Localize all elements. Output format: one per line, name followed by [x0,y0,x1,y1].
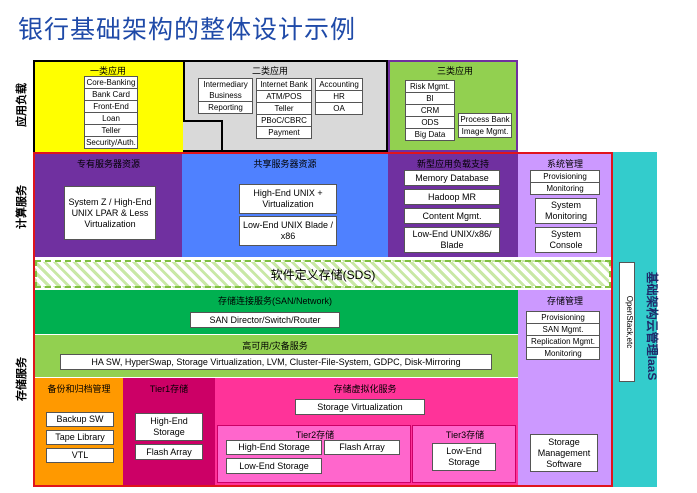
openstack-box [619,262,635,382]
system-mgmt-item: Provisioning [530,170,600,183]
iaas-title: 基础架构云管理IaaS [645,271,659,381]
category3-col2: Process Bank Image Mgmt. [458,113,512,138]
category1-border [33,60,183,152]
storage-mgmt-item: Replication Mgmt. [526,336,600,348]
ha-box: HA SW, HyperSwap, Storage Virtualization… [60,354,492,370]
category3-item: Risk Mgmt. [405,80,455,93]
category3-item: BI [405,93,455,105]
backup-item: Tape Library [46,430,114,445]
category3-item: ODS [405,117,455,129]
storage-mgmt-software-box: Storage Management Software [530,434,598,472]
new-workload-item: Hadoop MR [404,189,500,205]
category2-title: 二类应用 [251,66,288,76]
sds-label: 软件定义存储(SDS) [270,268,376,282]
system-monitoring-box: System Monitoring [535,198,597,224]
dedicated-server-box: System Z / High-End UNIX LPAR & Less Vir… [64,186,156,240]
category2-item: Intermediary Business [199,79,252,102]
dedicated-server-title: 专有服务器资源 [76,159,140,169]
tier2-title: Tier2存储 [295,430,335,440]
side-label-storage: 存储服务 [16,357,28,401]
storage-mgmt-title: 存储管理 [546,296,583,306]
category1-item: Teller [84,125,138,137]
system-mgmt-title: 系统管理 [546,159,583,169]
storage-mgmt-list: Provisioning SAN Mgmt. Replication Mgmt.… [526,311,600,360]
new-workload-item: Memory Database [404,170,500,186]
shared-server-title: 共享服务器资源 [253,159,317,169]
backup-title: 备份和归档管理 [47,384,111,394]
category2-col1: Intermediary Business Reporting [198,78,253,114]
category2-item: Payment [268,128,300,137]
category2-item: OA [333,104,345,113]
storage-mgmt-item: Monitoring [526,348,600,360]
system-mgmt-item: Monitoring [530,183,600,195]
category3-item: Process Bank [458,113,512,126]
category3-item: Big Data [405,129,455,141]
category1-list: Core-Banking Bank Card Front-End Loan Te… [84,76,138,149]
openstack-label: OpenStack,etc [625,295,634,349]
ha-title: 高可用/灾备服务 [242,341,308,351]
virt-box: Storage Virtualization [295,399,425,415]
category1-item: Front-End [84,101,138,113]
new-workload-item: Content Mgmt. [404,208,500,224]
category3-col1: Risk Mgmt. BI CRM ODS Big Data [405,80,455,141]
category2-item: Reporting [208,103,243,112]
category1-item: Security/Auth. [84,137,138,149]
side-label-app-load: 应用负载 [16,83,28,127]
shared-server-box2: Low-End UNIX Blade / x86 [239,216,337,246]
storage-mgmt-item: SAN Mgmt. [526,324,600,336]
page-title: 银行基础架构的整体设计示例 [18,16,357,44]
san-box: SAN Director/Switch/Router [190,312,340,328]
category3-item: Image Mgmt. [458,126,512,138]
tier1-box1: High-End Storage [135,413,203,441]
category2-item: Internet Bank [257,79,311,91]
infrastructure-frame [33,152,613,487]
shared-server-box1: High-End UNIX + Virtualization [239,184,337,214]
backup-item: VTL [46,448,114,463]
new-workload-title: 新型应用负载支持 [416,159,489,169]
virt-title: 存储虚拟化服务 [333,384,397,394]
san-title: 存储连接服务(SAN/Network) [217,296,332,306]
sds-band [35,260,611,288]
tier3-title: Tier3存储 [445,430,485,440]
category2-col3: Accounting HR OA [315,78,363,115]
category2-item: HR [316,91,362,103]
category2-divider [183,60,185,122]
category3-item: CRM [405,105,455,117]
category2-col2: Internet Bank ATM/POS Teller PBoC/CBRC P… [256,78,312,139]
storage-mgmt-item: Provisioning [526,311,600,324]
new-workload-item: Low-End UNIX/x86/ Blade [404,227,500,253]
tier2-box2: Flash Array [324,440,400,455]
tier1-title: Tier1存储 [149,384,189,394]
category2-item: Accounting [316,79,362,91]
tier2-box1: High-End Storage [226,440,322,455]
system-console-box: System Console [535,227,597,253]
category1-item: Bank Card [84,89,138,101]
category2-item: Teller [257,103,311,115]
tier1-box2: Flash Array [135,444,203,460]
category1-item: Loan [84,113,138,125]
category2-item: ATM/POS [257,91,311,103]
category1-item: Core-Banking [84,76,138,89]
tier2-box3: Low-End Storage [226,458,322,474]
category2-step [183,120,223,122]
tier3-box: Low-End Storage [432,443,496,471]
category2-step-v [221,120,223,152]
category2-item: PBoC/CBRC [257,115,311,127]
system-mgmt-list: Provisioning Monitoring [530,170,600,195]
backup-item: Backup SW [46,412,114,427]
category3-title: 三类应用 [436,66,473,76]
category1-title: 一类应用 [89,66,126,76]
side-label-compute: 计算服务 [16,185,28,229]
